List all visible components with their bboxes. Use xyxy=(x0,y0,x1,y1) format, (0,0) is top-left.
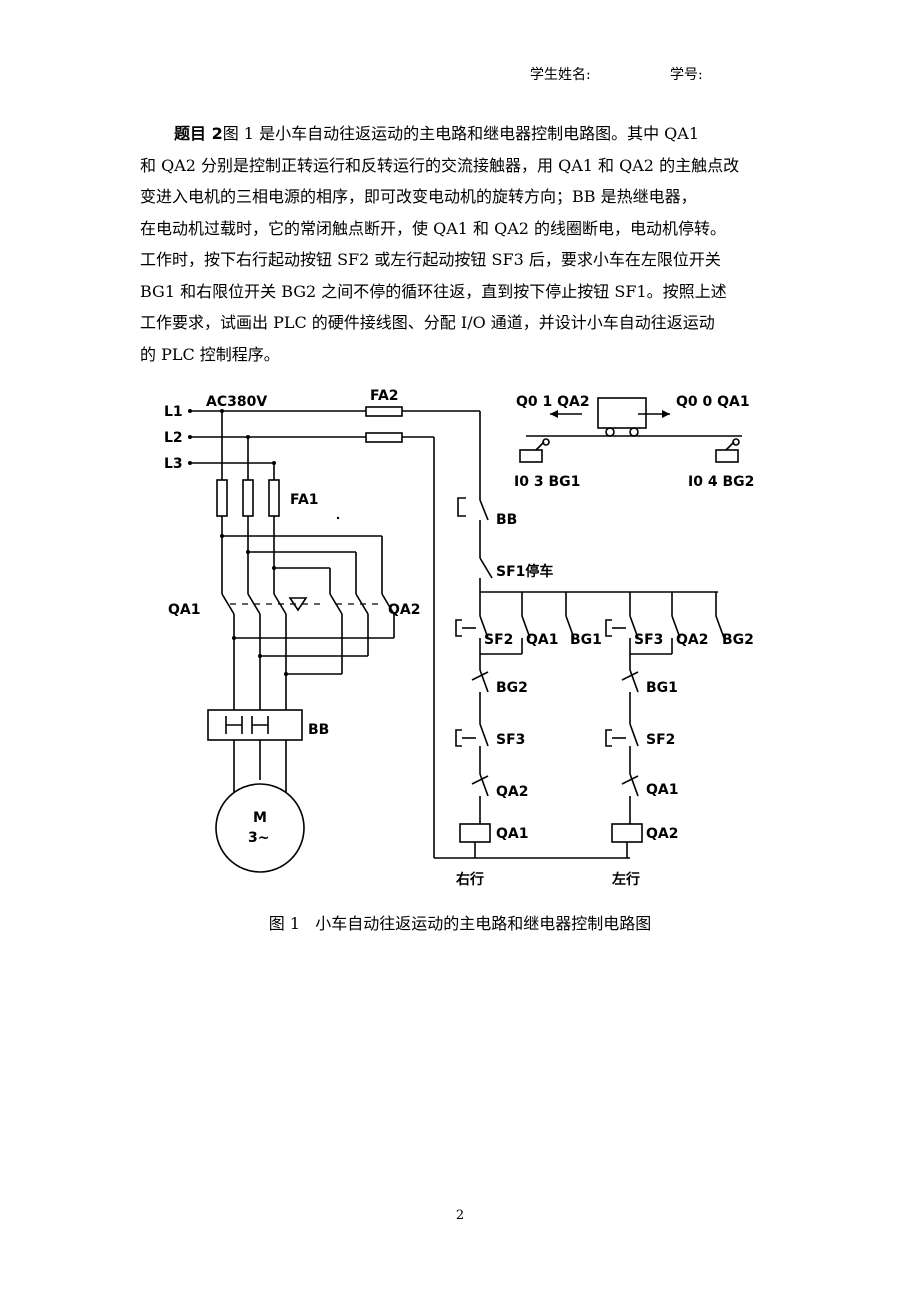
main-verticals: FA1 xyxy=(216,409,340,594)
page-header: 学生姓名: 学号: xyxy=(530,64,703,84)
circuit-diagram: L1 L2 L3 AC380V FA2 FA1 xyxy=(164,388,754,888)
bg1-par-label: BG1 xyxy=(570,632,602,648)
cart-left-output: Q0 1 QA2 xyxy=(516,394,590,410)
l-bg1-label: BG1 xyxy=(646,680,678,696)
qa2-hold-label: QA2 xyxy=(676,632,708,648)
qa1-main-label: QA1 xyxy=(168,602,200,618)
question-line-4: 在电动机过载时，它的常闭触点断开，使 QA1 和 QA2 的线圈断电，电动机停转… xyxy=(140,218,727,238)
sf1-label: SF1停车 xyxy=(496,563,553,580)
bb-main-label: BB xyxy=(308,722,329,738)
qa1-hold-label: QA1 xyxy=(526,632,558,648)
right-limit-label: I0 4 BG2 xyxy=(688,474,754,490)
l-sf2-label: SF2 xyxy=(646,732,675,748)
l3-label: L3 xyxy=(164,456,183,472)
r-bg2-label: BG2 xyxy=(496,680,528,696)
fa2-label: FA2 xyxy=(370,388,399,404)
sf2-label: SF2 xyxy=(484,632,513,648)
question-line-8: 的 PLC 控制程序。 xyxy=(140,344,280,364)
l-coil-label: QA2 xyxy=(646,826,678,842)
r-sf3-label: SF3 xyxy=(496,732,525,748)
page-number: 2 xyxy=(455,1208,465,1223)
thermal-relay: BB xyxy=(207,709,329,792)
student-name-label: 学生姓名: xyxy=(530,67,591,83)
voltage-label: AC380V xyxy=(206,394,267,410)
question-line-7: 工作要求，试画出 PLC 的硬件接线图、分配 I/O 通道，并设计小车自动往返运… xyxy=(140,313,715,332)
question-line-1: 题目 2图 1 是小车自动往返运动的主电路和继电器控制电路图。其中 QA1 xyxy=(174,124,700,143)
power-lines: L1 L2 L3 AC380V xyxy=(164,394,480,472)
question-text: 题目 2图 1 是小车自动往返运动的主电路和继电器控制电路图。其中 QA1 和 … xyxy=(140,118,780,370)
rung-right: SF2 QA1 BG1 BG2 SF3 QA2 QA1 右行 xyxy=(455,592,602,888)
question-line-5: 工作时，按下右行起动按钮 SF2 或左行起动按钮 SF3 后，要求小车在左限位开… xyxy=(140,250,721,269)
rung-left: SF3 QA2 BG2 BG1 SF2 QA1 QA2 左行 xyxy=(605,592,754,888)
figure-caption: 图 1 小车自动往返运动的主电路和继电器控制电路图 xyxy=(268,914,652,933)
question-line-2: 和 QA2 分别是控制正转运行和反转运行的交流接触器，用 QA1 和 QA2 的… xyxy=(140,155,740,175)
l2-label: L2 xyxy=(164,430,183,446)
fa2-fuses: FA2 xyxy=(365,388,403,443)
r-qa2-label: QA2 xyxy=(496,784,528,800)
l1-label: L1 xyxy=(164,404,183,420)
r-coil-label: QA1 xyxy=(496,826,528,842)
left-travel-label: 左行 xyxy=(611,871,640,888)
control-wiring: BB SF1停车 xyxy=(433,411,718,859)
bb-ctrl-label: BB xyxy=(496,512,517,528)
question-line-3: 变进入电机的三相电源的相序，即可改变电动机的旋转方向；BB 是热继电器， xyxy=(140,187,697,206)
question-line-6: BG1 和右限位开关 BG2 之间不停的循环往返，直到按下停止按钮 SF1。按照… xyxy=(140,281,727,301)
left-limit-label: I0 3 BG1 xyxy=(514,474,580,490)
bg2-par-label: BG2 xyxy=(722,632,754,648)
cart-right-output: Q0 0 QA1 xyxy=(676,394,750,410)
right-travel-label: 右行 xyxy=(455,871,484,888)
contactor-block: QA1 QA2 xyxy=(168,534,420,710)
fa1-label: FA1 xyxy=(290,492,319,508)
qa2-main-label: QA2 xyxy=(388,602,420,618)
sf3-label: SF3 xyxy=(634,632,663,648)
motor-phase-label: 3~ xyxy=(248,830,269,846)
cart-diagram: Q0 1 QA2 Q0 0 QA1 I0 3 BG1 I0 4 BG2 xyxy=(514,394,754,490)
l-qa1-label: QA1 xyxy=(646,782,678,798)
student-id-label: 学号: xyxy=(670,67,703,83)
motor: M 3~ xyxy=(215,783,305,873)
circuit-figure: L1 L2 L3 AC380V FA2 FA1 xyxy=(150,380,790,900)
question-title: 题目 2 xyxy=(174,124,223,143)
motor-m-label: M xyxy=(253,810,267,826)
